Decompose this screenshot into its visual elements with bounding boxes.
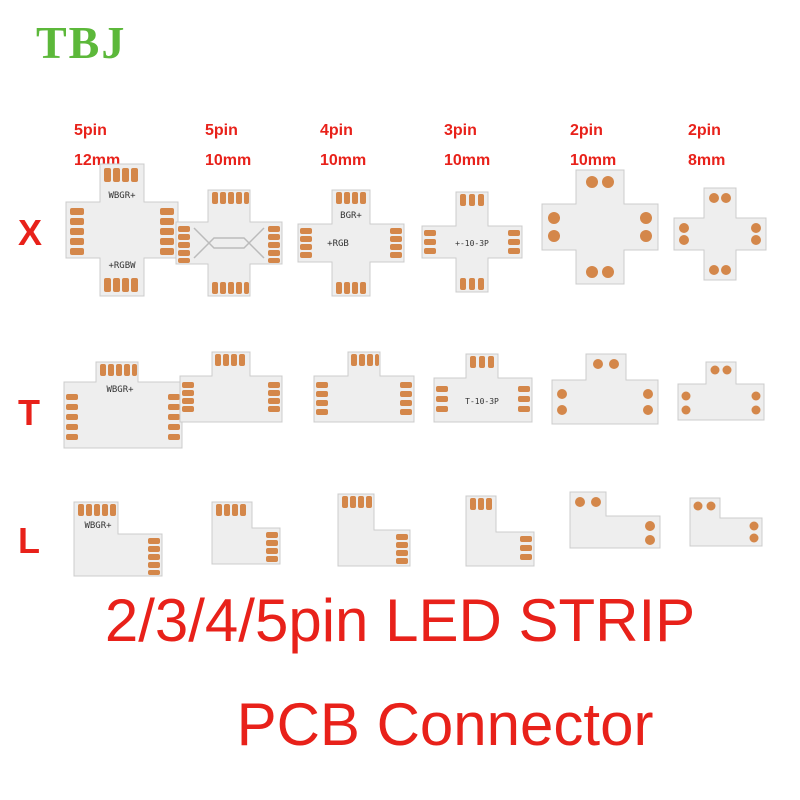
solder-pads (182, 354, 280, 412)
solder-pads (300, 192, 402, 294)
x-connector-3pin-10mm: +-10-3P (420, 190, 524, 294)
t-connector-2pin-10mm (550, 352, 660, 428)
pcb-board (73, 501, 163, 577)
col-head-6: 2pin 8mm (688, 116, 778, 176)
x-connector-5pin-12mm: WBGR+ +RGBW (62, 160, 182, 300)
col-head-5: 2pin 10mm (570, 116, 660, 176)
solder-pads (693, 501, 759, 543)
pcb-board (63, 361, 183, 449)
pcb-traces (193, 227, 265, 259)
x-connector-4pin-10mm: BGR+ +RGB (296, 188, 406, 298)
pcb-board (677, 361, 765, 421)
pcb-board (337, 493, 411, 567)
col-head-4: 3pin 10mm (444, 116, 534, 176)
pcb-board (433, 353, 533, 423)
pcb-board (297, 189, 405, 297)
row-label-l: L (18, 520, 40, 561)
t-connector-5pin-10mm (178, 350, 284, 430)
pcb-board (421, 191, 523, 293)
pcb-board (65, 163, 179, 297)
solder-pads (681, 365, 761, 415)
col-head-2: 5pin 10mm (205, 116, 295, 176)
solder-pads (470, 498, 532, 560)
col-size: 10mm (320, 152, 367, 169)
col-head-3: 4pin 10mm (320, 116, 410, 176)
pcb-board (569, 491, 661, 549)
l-connector-3pin-10mm (462, 492, 538, 570)
pcb-mark: WBGR+ (106, 385, 134, 395)
l-connector-2pin-10mm (566, 488, 664, 552)
pcb-mark: WBGR+ (84, 521, 112, 531)
pcb-board (689, 497, 763, 547)
l-connector-5pin-10mm (208, 498, 284, 568)
pcb-mark: +RGB (327, 239, 349, 249)
l-connector-2pin-8mm (686, 494, 766, 550)
col-size: 10mm (444, 152, 491, 169)
pcb-board (551, 353, 659, 425)
solder-pads (436, 356, 530, 412)
t-connector-2pin-8mm (676, 360, 766, 424)
solder-pads (679, 193, 761, 275)
l-connector-5pin-12mm: WBGR+ (70, 498, 166, 578)
pcb-board (313, 351, 415, 423)
solder-pads (557, 359, 653, 415)
solder-pads (342, 496, 408, 564)
solder-pads (70, 168, 174, 292)
x-connector-5pin-10mm (174, 188, 284, 298)
solder-pads (66, 364, 180, 440)
col-size: 8mm (688, 152, 726, 169)
t-connector-4pin-10mm (312, 350, 416, 430)
solder-pads (78, 504, 160, 575)
x-connector-2pin-8mm (672, 186, 768, 282)
solder-pads (216, 504, 278, 562)
col-size: 10mm (570, 152, 617, 169)
pcb-board (179, 351, 283, 423)
row-label-x: X (18, 212, 43, 253)
col-pins: 3pin (444, 122, 477, 139)
pcb-board (465, 495, 535, 567)
brand-logo: TBJ (36, 17, 127, 68)
col-pins: 5pin (74, 122, 107, 139)
col-pins: 5pin (205, 122, 238, 139)
solder-pads (316, 354, 412, 415)
solder-pads (548, 176, 652, 278)
col-size: 10mm (205, 152, 252, 169)
solder-pads (178, 192, 280, 294)
t-connector-5pin-12mm: WBGR+ (62, 360, 184, 450)
pcb-board (541, 169, 659, 285)
pcb-board (211, 501, 281, 565)
pcb-mark: +-10-3P (455, 239, 489, 248)
pcb-board (673, 187, 767, 281)
pcb-board (175, 189, 283, 297)
l-connector-4pin-10mm (334, 490, 414, 570)
pcb-mark: T-10-3P (465, 397, 499, 406)
t-connector-3pin-10mm: T-10-3P (432, 352, 534, 428)
pcb-mark: WBGR+ (108, 191, 136, 201)
x-connector-2pin-10mm (540, 168, 660, 286)
headline-line-2: PCB Connector (236, 691, 654, 758)
pcb-mark: +RGBW (108, 261, 136, 271)
pcb-mark: BGR+ (340, 211, 362, 221)
col-pins: 4pin (320, 122, 353, 139)
solder-pads (424, 194, 520, 290)
solder-pads (575, 497, 655, 545)
col-pins: 2pin (688, 122, 721, 139)
row-label-t: T (18, 392, 40, 433)
col-pins: 2pin (570, 122, 603, 139)
headline-line-1: 2/3/4/5pin LED STRIP (104, 587, 696, 654)
